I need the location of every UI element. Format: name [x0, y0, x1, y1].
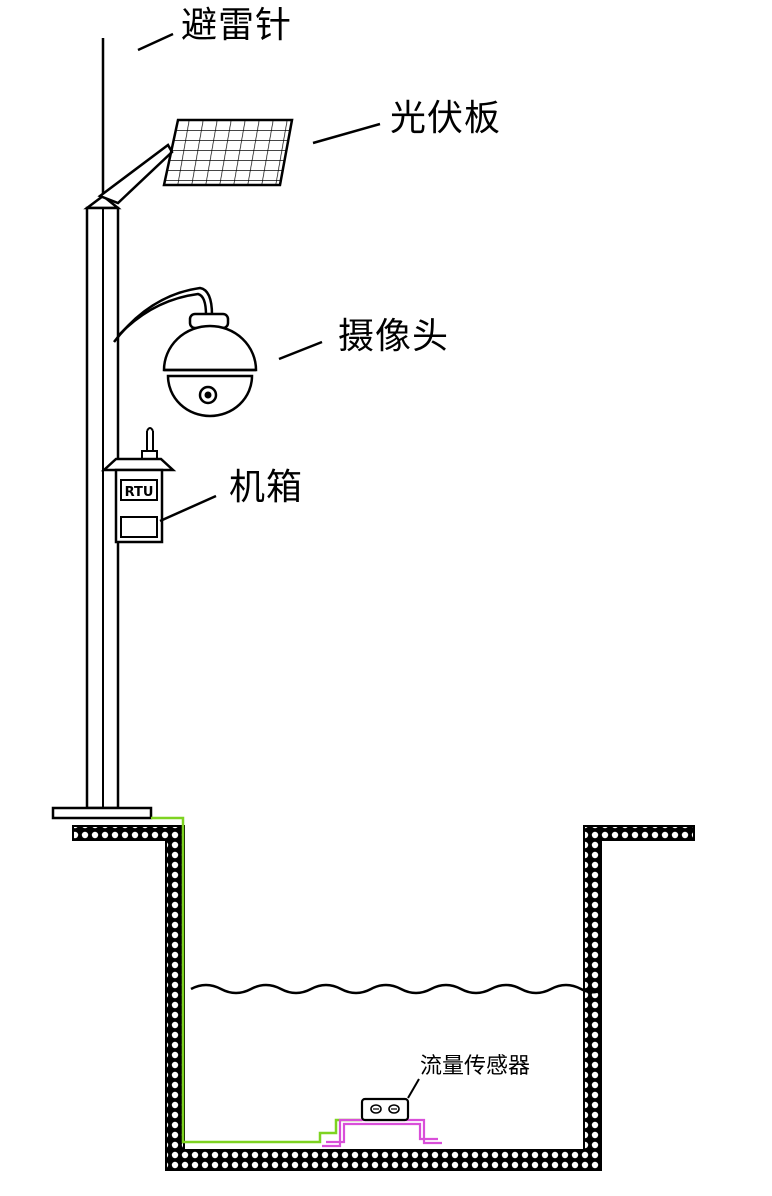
flow-sensor	[322, 1097, 442, 1148]
sensor-cable	[151, 816, 362, 1144]
label-flow-sensor: 流量传感器	[420, 1054, 531, 1079]
rtu-text: RTU	[125, 485, 154, 500]
water-surface	[190, 983, 602, 995]
solar-panel	[97, 118, 294, 205]
channel-walls	[72, 825, 695, 1171]
lightning-rod-leader	[137, 32, 174, 52]
solar-panel-leader	[312, 122, 381, 145]
label-camera: 摄像头	[338, 316, 450, 357]
pole-base-plate	[51, 806, 153, 820]
label-solar-panel: 光伏板	[390, 98, 502, 139]
rtu-enclosure: RTU	[100, 427, 177, 544]
label-enclosure: 机箱	[229, 467, 304, 508]
camera-leader	[278, 340, 323, 361]
enclosure-leader	[159, 494, 217, 523]
pole	[51, 194, 153, 820]
flow-sensor-leader	[407, 1078, 420, 1099]
camera	[113, 286, 258, 418]
label-lightning-rod: 避雷针	[181, 5, 293, 46]
